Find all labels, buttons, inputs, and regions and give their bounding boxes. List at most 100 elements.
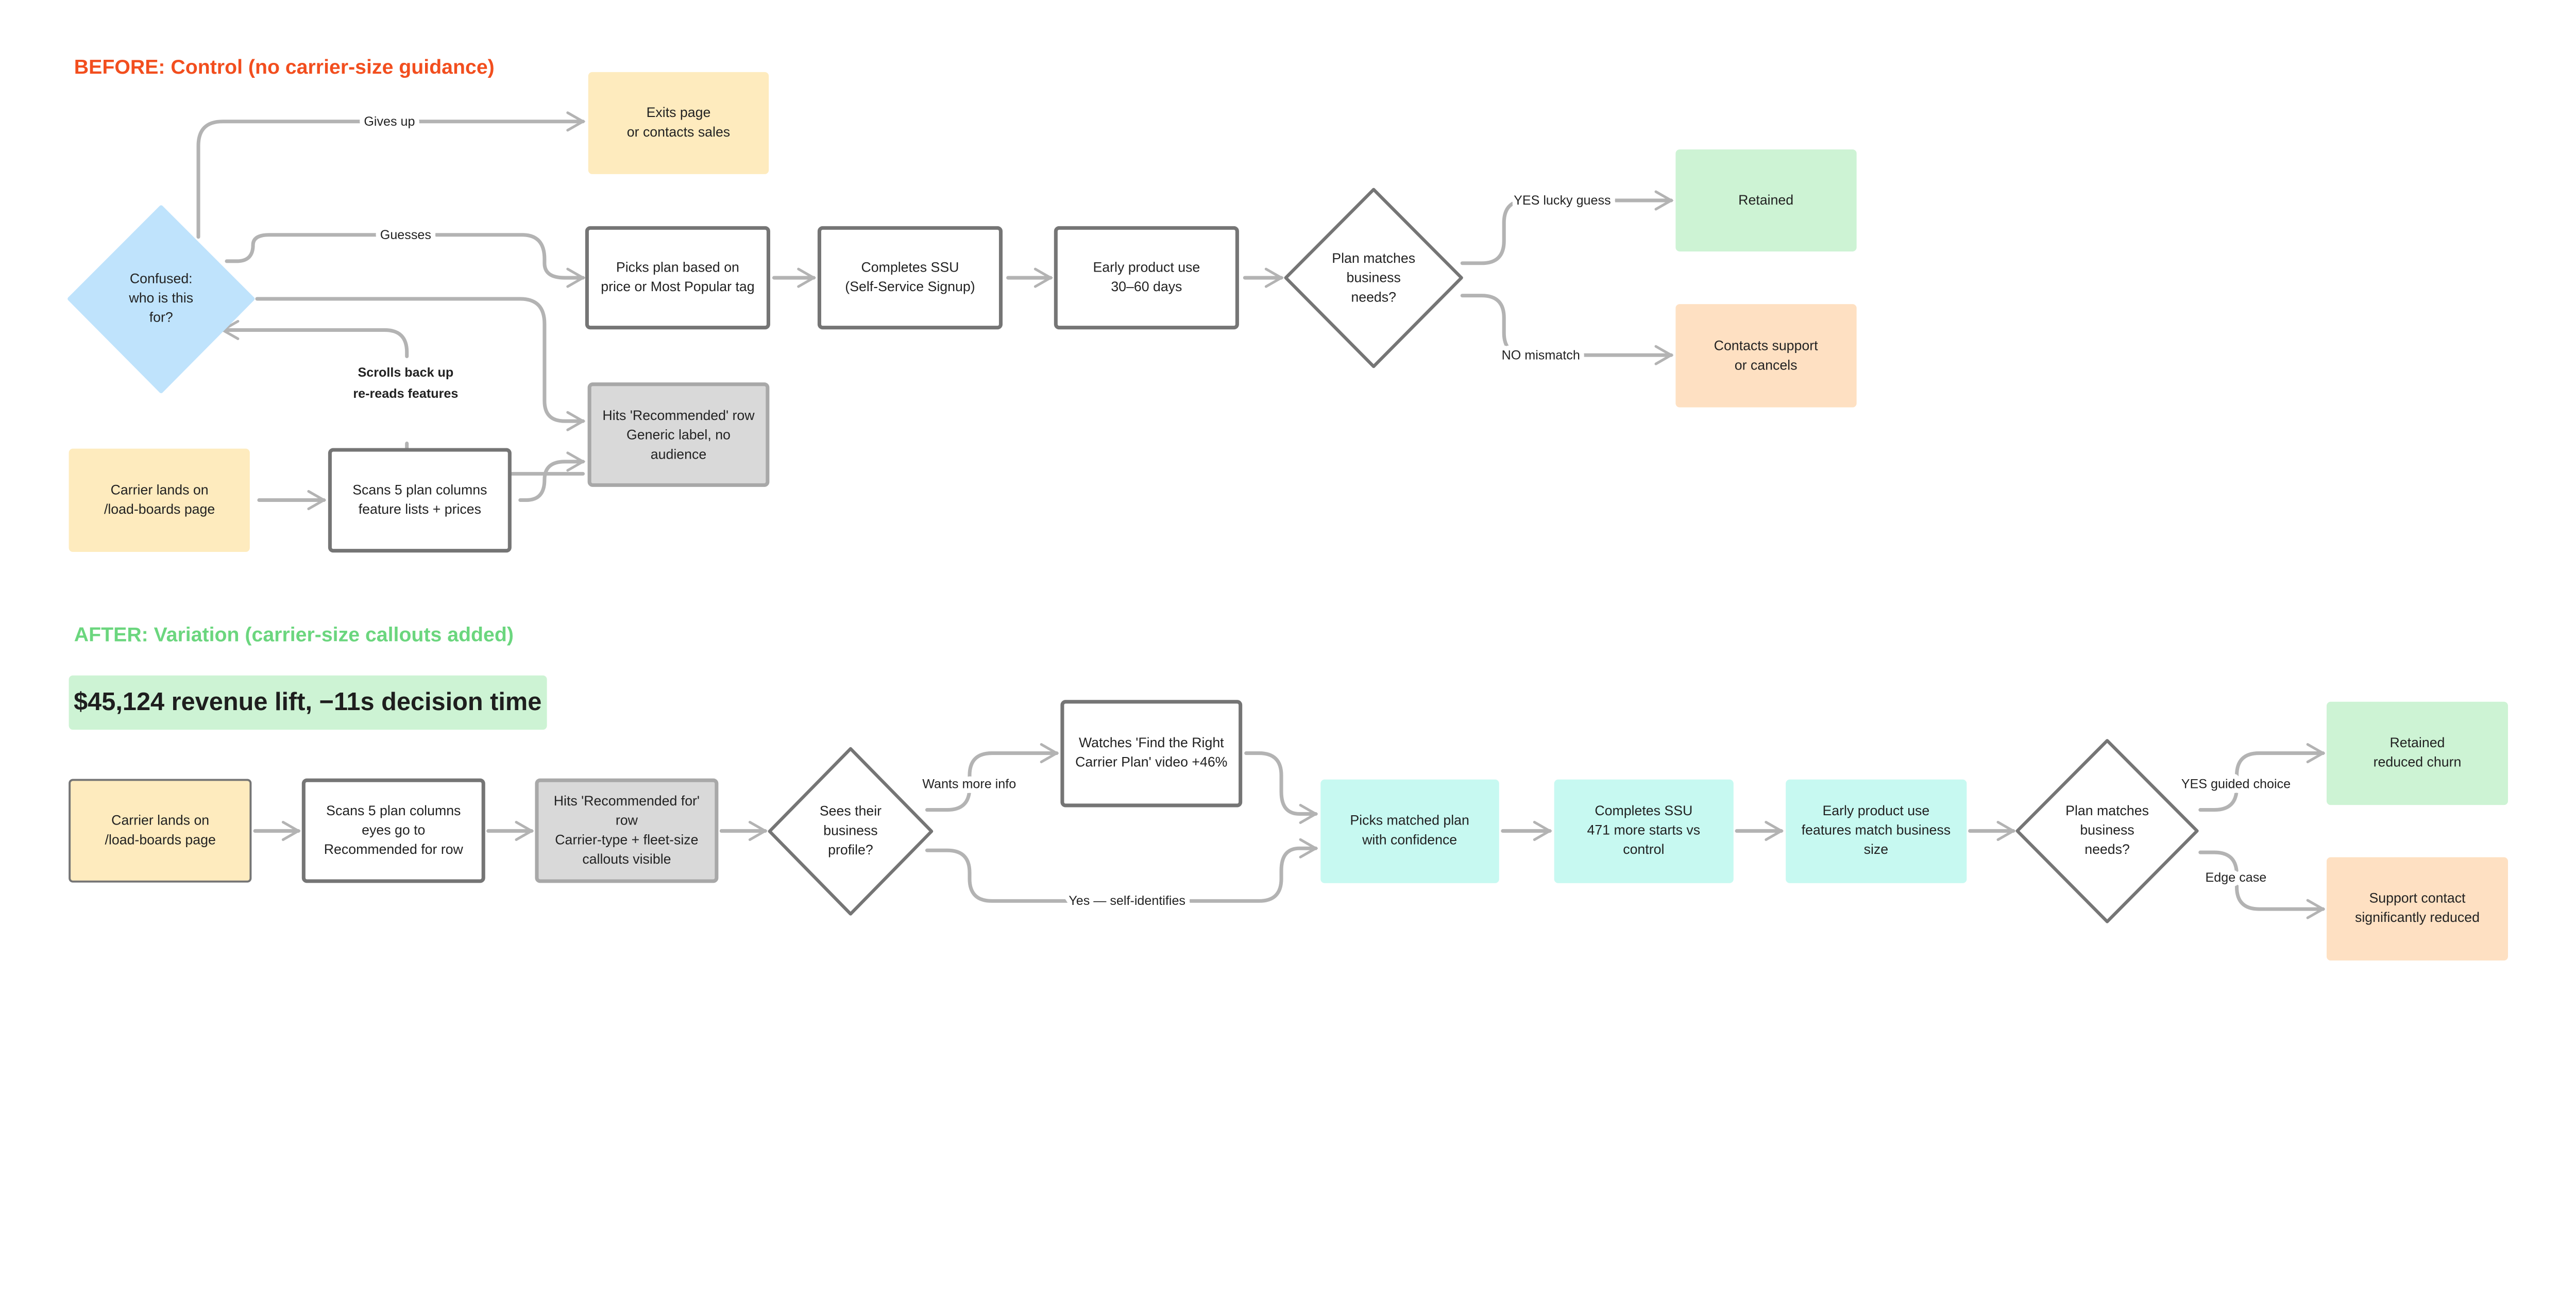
node-text: Carrier-type + fleet-size xyxy=(555,832,698,847)
label-edge-case: Edge case xyxy=(2206,870,2267,885)
label-guesses: Guesses xyxy=(380,228,431,242)
node-text: 30–60 days xyxy=(1111,279,1182,294)
node-text: needs? xyxy=(1351,289,1396,305)
node-text: Plan matches xyxy=(2065,803,2149,818)
node-early-use: Early product use 30–60 days xyxy=(1054,226,1239,330)
label-scrolls-2: re-reads features xyxy=(353,386,458,401)
edge-gives-up xyxy=(196,122,583,239)
node-text: row xyxy=(616,813,638,828)
node-text: Picks matched plan xyxy=(1350,813,1469,828)
before-title: BEFORE: Control (no carrier-size guidanc… xyxy=(74,56,495,78)
node-text: Early product use xyxy=(1822,803,1929,818)
node-text: Hits 'Recommended' row xyxy=(602,408,755,423)
edge-yes-guided xyxy=(2198,753,2323,812)
node-text: Support contact xyxy=(2369,890,2466,906)
node-text: with confidence xyxy=(1362,832,1457,847)
node-text: 471 more starts vs xyxy=(1587,822,1700,838)
node-text: Carrier Plan' video +46% xyxy=(1075,754,1227,769)
node-text: size xyxy=(1864,842,1889,857)
node-picks-plan: Picks plan based on price or Most Popula… xyxy=(585,226,770,330)
node-text: /load-boards page xyxy=(105,832,216,847)
node-hits-recommended-for: Hits 'Recommended for' row Carrier-type … xyxy=(535,778,719,883)
node-exits: Exits page or contacts sales xyxy=(588,72,769,174)
node-text: /load-boards page xyxy=(104,501,215,517)
node-text: Contacts support xyxy=(1714,338,1818,354)
node-text: Retained xyxy=(1738,192,1793,208)
node-retained: Retained xyxy=(1675,149,1857,251)
edge-yes-lucky xyxy=(1460,200,1671,265)
node-text: Picks plan based on xyxy=(616,259,739,275)
node-text: Scans 5 plan columns xyxy=(326,803,461,818)
edge-yes-self xyxy=(925,848,1315,903)
node-picks-matched: Picks matched plan with confidence xyxy=(1320,779,1499,883)
node-support-reduced: Support contact significantly reduced xyxy=(2326,857,2508,961)
node-text: Confused: xyxy=(130,271,193,286)
result-banner: $45,124 revenue lift, −11s decision time xyxy=(69,675,547,730)
node-confused-diamond: Confused: who is this for? xyxy=(67,205,255,394)
flow-diagram: BEFORE: Control (no carrier-size guidanc… xyxy=(67,56,2508,961)
edge-to-hits xyxy=(255,297,583,421)
node-text: control xyxy=(1623,842,1664,857)
node-text: Carrier lands on xyxy=(111,813,209,828)
node-text: Watches 'Find the Right xyxy=(1079,735,1224,750)
node-text: profile? xyxy=(828,842,873,857)
edge-no-mismatch xyxy=(1460,294,1671,356)
after-edges xyxy=(253,751,2323,910)
node-plan-matches-diamond: Plan matches business needs? xyxy=(1284,188,1463,368)
node-text: audience xyxy=(651,446,706,462)
node-completes-ssu: Completes SSU (Self-Service Signup) xyxy=(817,226,1003,330)
node-text: significantly reduced xyxy=(2355,910,2480,925)
label-yes-self: Yes — self-identifies xyxy=(1069,894,1185,908)
node-text: for? xyxy=(149,310,173,325)
node-text: Hits 'Recommended for' xyxy=(554,793,700,809)
node-text: Recommended for row xyxy=(324,842,464,857)
node-text: Exits page xyxy=(647,105,711,120)
before-edges xyxy=(196,122,1671,500)
node-text: Plan matches xyxy=(1332,250,1415,266)
node-plan-matches-after-diamond: Plan matches business needs? xyxy=(2015,739,2199,923)
edge-edge-case xyxy=(2198,850,2323,909)
label-scrolls-1: Scrolls back up xyxy=(358,365,454,380)
node-text: business xyxy=(823,822,877,838)
edge-watches-picks xyxy=(1244,751,1316,814)
node-text: Early product use xyxy=(1093,259,1200,275)
node-hits-recommended: Hits 'Recommended' row Generic label, no… xyxy=(587,382,770,487)
edge-guesses xyxy=(225,233,583,278)
node-text: Carrier lands on xyxy=(111,482,209,497)
node-contacts-support: Contacts support or cancels xyxy=(1675,304,1857,408)
after-title: AFTER: Variation (carrier-size callouts … xyxy=(74,624,514,646)
node-text: Generic label, no xyxy=(626,427,731,443)
node-text: Retained xyxy=(2390,735,2445,750)
node-text: who is this xyxy=(128,290,193,306)
edge-wants-more xyxy=(925,753,1056,812)
label-yes-lucky: YES lucky guess xyxy=(1514,193,1611,208)
edge-scrolls-back-upper xyxy=(223,330,409,359)
node-text: eyes go to xyxy=(362,822,425,838)
node-text: Completes SSU xyxy=(861,259,959,275)
node-text: feature lists + prices xyxy=(359,501,481,517)
node-text: price or Most Popular tag xyxy=(601,279,754,294)
node-completes-ssu-after: Completes SSU 471 more starts vs control xyxy=(1554,779,1734,883)
node-text: business xyxy=(2080,822,2134,838)
node-early-use-after: Early product use features match busines… xyxy=(1786,779,1967,883)
node-carrier-lands-after: Carrier lands on /load-boards page xyxy=(69,779,252,883)
node-text: Completes SSU xyxy=(1595,803,1692,818)
node-retained-after: Retained reduced churn xyxy=(2326,701,2508,805)
node-text: or contacts sales xyxy=(627,124,730,140)
node-text: (Self-Service Signup) xyxy=(845,279,975,294)
label-yes-guided: YES guided choice xyxy=(2181,777,2291,792)
node-carrier-lands: Carrier lands on /load-boards page xyxy=(69,448,250,552)
label-wants-more: Wants more info xyxy=(922,777,1016,792)
label-gives-up: Gives up xyxy=(364,114,415,129)
node-text: Scans 5 plan columns xyxy=(352,482,487,497)
node-sees-profile-diamond: Sees their business profile? xyxy=(768,747,934,916)
node-text: business xyxy=(1346,270,1400,285)
node-text: or cancels xyxy=(1735,357,1798,373)
result-banner-text: $45,124 revenue lift, −11s decision time xyxy=(74,688,541,716)
node-text: Sees their xyxy=(820,803,882,819)
node-text: reduced churn xyxy=(2374,754,2462,769)
node-text: needs? xyxy=(2084,842,2130,857)
label-no-mismatch: NO mismatch xyxy=(1502,348,1580,362)
node-text: features match business xyxy=(1802,822,1951,838)
node-scans-after: Scans 5 plan columns eyes go to Recommen… xyxy=(301,778,485,883)
